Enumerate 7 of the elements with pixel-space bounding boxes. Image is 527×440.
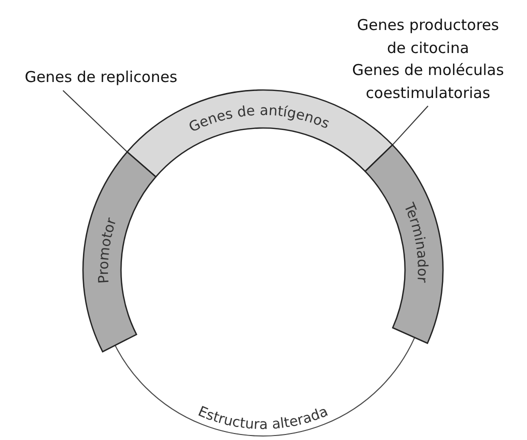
gene-label: Genes productores de citocina [356, 15, 500, 58]
leader-line [392, 106, 428, 146]
gene-label: Genes de moléculas coestimulatorias [351, 60, 505, 104]
leader-line [62, 90, 128, 152]
segment-label: Genes de antígenos [186, 102, 332, 136]
segment-label: Estructura alterada [196, 404, 330, 434]
gene-label: Genes de replicones [24, 67, 178, 88]
